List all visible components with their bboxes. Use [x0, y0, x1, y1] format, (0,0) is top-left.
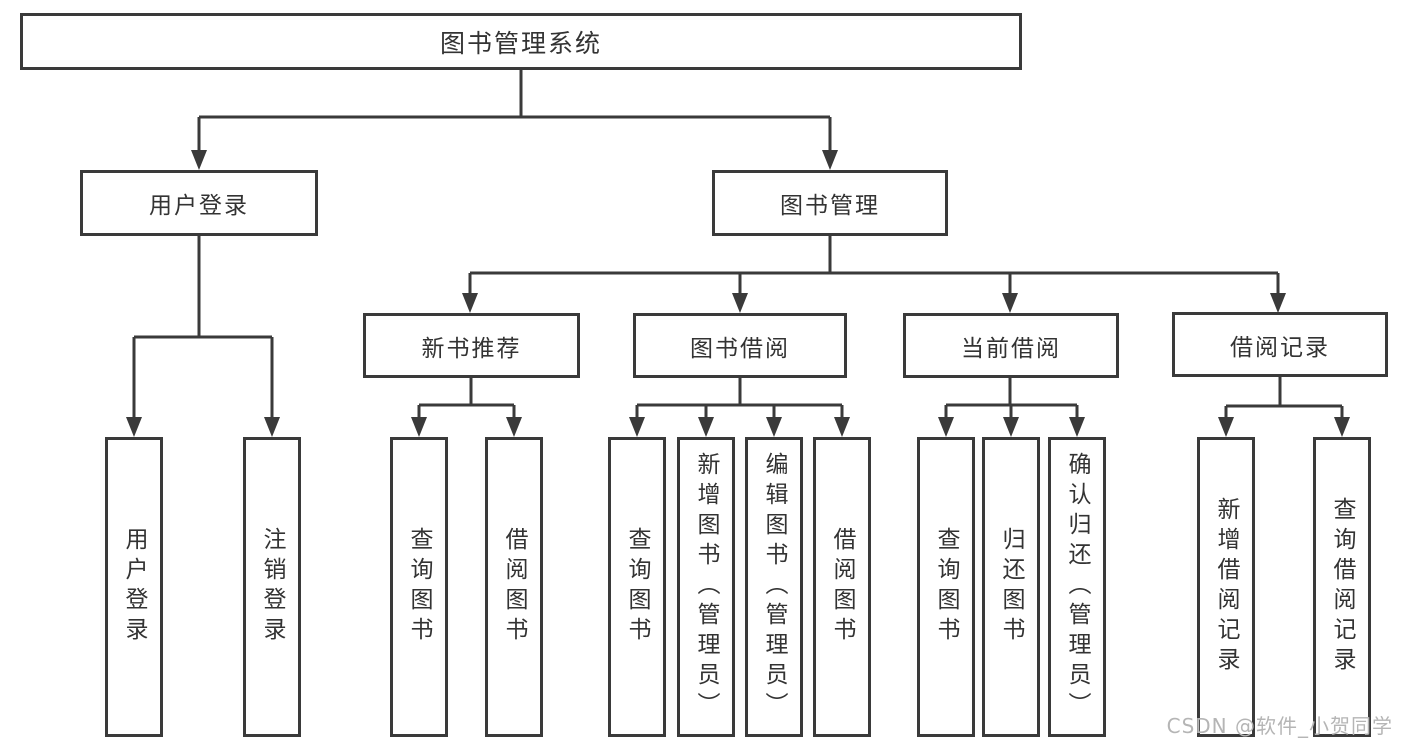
leaf-query-books-borrowing: 查询图书: [608, 437, 666, 737]
csdn-watermark: CSDN @软件_小贺同学: [1166, 714, 1393, 738]
leaf-add-borrowing-record: 新增借阅记录: [1197, 437, 1255, 737]
node-book-management: 图书管理: [712, 170, 948, 236]
leaf-user-login: 用户登录: [105, 437, 163, 737]
node-borrowing-records: 借阅记录: [1172, 312, 1388, 377]
leaf-return-books: 归还图书: [982, 437, 1040, 737]
leaf-confirm-return-admin: 确认归还（管理员）: [1048, 437, 1106, 737]
node-book-borrowing: 图书借阅: [633, 313, 847, 378]
leaf-add-books-admin: 新增图书（管理员）: [677, 437, 735, 737]
node-user-login: 用户登录: [80, 170, 318, 236]
leaf-query-books-recommend: 查询图书: [390, 437, 448, 737]
leaf-query-books-current: 查询图书: [917, 437, 975, 737]
leaf-borrow-books: 借阅图书: [813, 437, 871, 737]
node-library-management-system: 图书管理系统: [20, 13, 1022, 70]
node-new-book-recommendation: 新书推荐: [363, 313, 580, 378]
leaf-logout: 注销登录: [243, 437, 301, 737]
leaf-edit-books-admin: 编辑图书（管理员）: [745, 437, 803, 737]
node-current-borrowing: 当前借阅: [903, 313, 1119, 378]
leaf-borrow-books-recommend: 借阅图书: [485, 437, 543, 737]
leaf-query-borrowing-record: 查询借阅记录: [1313, 437, 1371, 737]
